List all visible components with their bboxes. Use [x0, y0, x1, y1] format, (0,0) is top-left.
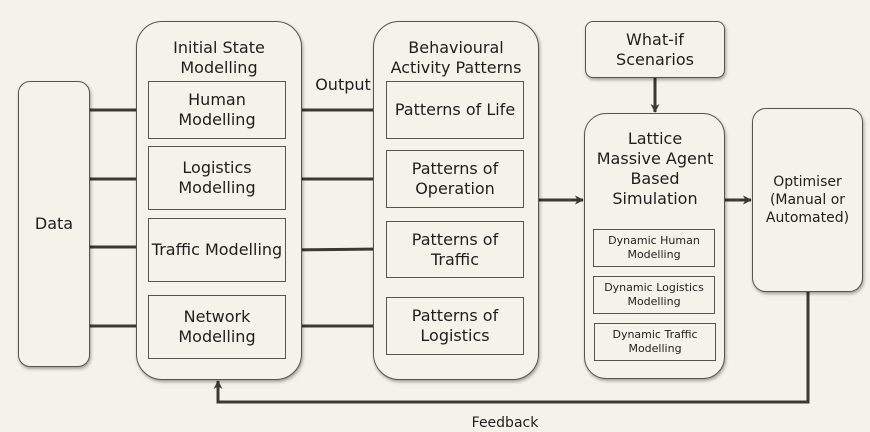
- dynamic-logistics-label: Dynamic Logistics Modelling: [604, 281, 704, 308]
- patterns-of-traffic-box: Patterns of Traffic: [386, 221, 524, 278]
- logistics-modelling-box: Logistics Modelling: [148, 146, 286, 210]
- patterns-of-operation-label: Patterns of Operation: [411, 159, 499, 198]
- patterns-of-life-box: Patterns of Life: [386, 81, 524, 139]
- lattice-title: Lattice Massive Agent Based Simulation: [596, 129, 714, 208]
- traffic-modelling-label: Traffic Modelling: [151, 240, 283, 259]
- logistics-modelling-label: Logistics Modelling: [178, 158, 256, 197]
- patterns-of-logistics-label: Patterns of Logistics: [411, 306, 499, 345]
- dynamic-logistics-box: Dynamic Logistics Modelling: [593, 276, 715, 314]
- patterns-of-logistics-box: Patterns of Logistics: [386, 297, 524, 355]
- dynamic-traffic-label: Dynamic Traffic Modelling: [612, 328, 698, 355]
- data-label: Data: [34, 214, 74, 233]
- dynamic-human-label: Dynamic Human Modelling: [608, 234, 700, 261]
- patterns-of-operation-box: Patterns of Operation: [386, 150, 524, 208]
- initial-state-title: Initial State Modelling: [173, 38, 265, 77]
- arrow-traffic-to-traffic: [285, 244, 386, 254]
- arrow-feedback: [213, 292, 810, 404]
- output-label: Output: [315, 75, 371, 94]
- patterns-of-traffic-label: Patterns of Traffic: [411, 229, 499, 269]
- patterns-of-life-label: Patterns of Life: [394, 100, 516, 119]
- what-if-box: What-if Scenarios: [585, 21, 725, 78]
- human-modelling-label: Human Modelling: [178, 90, 256, 129]
- optimiser-label: Optimiser (Manual or Automated): [765, 174, 850, 226]
- optimiser-box: Optimiser (Manual or Automated): [752, 108, 863, 292]
- feedback-label: Feedback: [471, 415, 539, 431]
- network-modelling-box: Network Modelling: [148, 295, 286, 359]
- data-box: Data: [18, 81, 90, 367]
- human-modelling-box: Human Modelling: [148, 81, 286, 139]
- traffic-modelling-box: Traffic Modelling: [148, 218, 286, 282]
- dynamic-traffic-box: Dynamic Traffic Modelling: [594, 323, 716, 361]
- network-modelling-label: Network Modelling: [178, 307, 256, 346]
- what-if-label: What-if Scenarios: [616, 29, 694, 69]
- behavioural-title: Behavioural Activity Patterns: [390, 38, 522, 77]
- dynamic-human-box: Dynamic Human Modelling: [593, 229, 715, 267]
